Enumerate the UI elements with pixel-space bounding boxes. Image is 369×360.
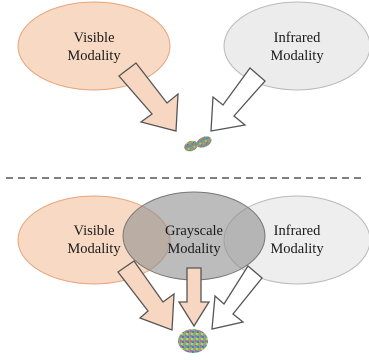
top-feature-blobs-icon: [184, 136, 212, 152]
bottom-infrared-label-line2: Modality: [270, 241, 324, 257]
top-panel: Visible Modality Infrared Modality: [17, 1, 369, 152]
bottom-infrared-arrow: [211, 265, 263, 330]
top-infrared-ellipse: [223, 1, 369, 91]
top-visible-label-line1: Visible: [73, 30, 114, 46]
bottom-grayscale-label-line1: Grayscale: [165, 223, 223, 239]
bottom-panel: Visible Modality Grayscale Modality Infr…: [17, 191, 369, 353]
top-infrared-label-line1: Infrared: [274, 30, 321, 46]
top-infrared-arrow: [210, 67, 266, 132]
top-visible-label-line2: Modality: [67, 48, 121, 64]
bottom-visible-label-line1: Visible: [73, 223, 114, 239]
bottom-grayscale-label-line2: Modality: [167, 241, 221, 257]
bottom-infrared-label-line1: Infrared: [274, 223, 321, 239]
top-infrared-label-line2: Modality: [270, 48, 324, 64]
bottom-visible-label-line2: Modality: [67, 241, 121, 257]
bottom-fused-feature-icon: [178, 329, 208, 353]
bottom-grayscale-arrow: [177, 267, 211, 328]
bottom-visible-arrow: [117, 260, 175, 331]
top-visible-arrow: [118, 62, 179, 132]
